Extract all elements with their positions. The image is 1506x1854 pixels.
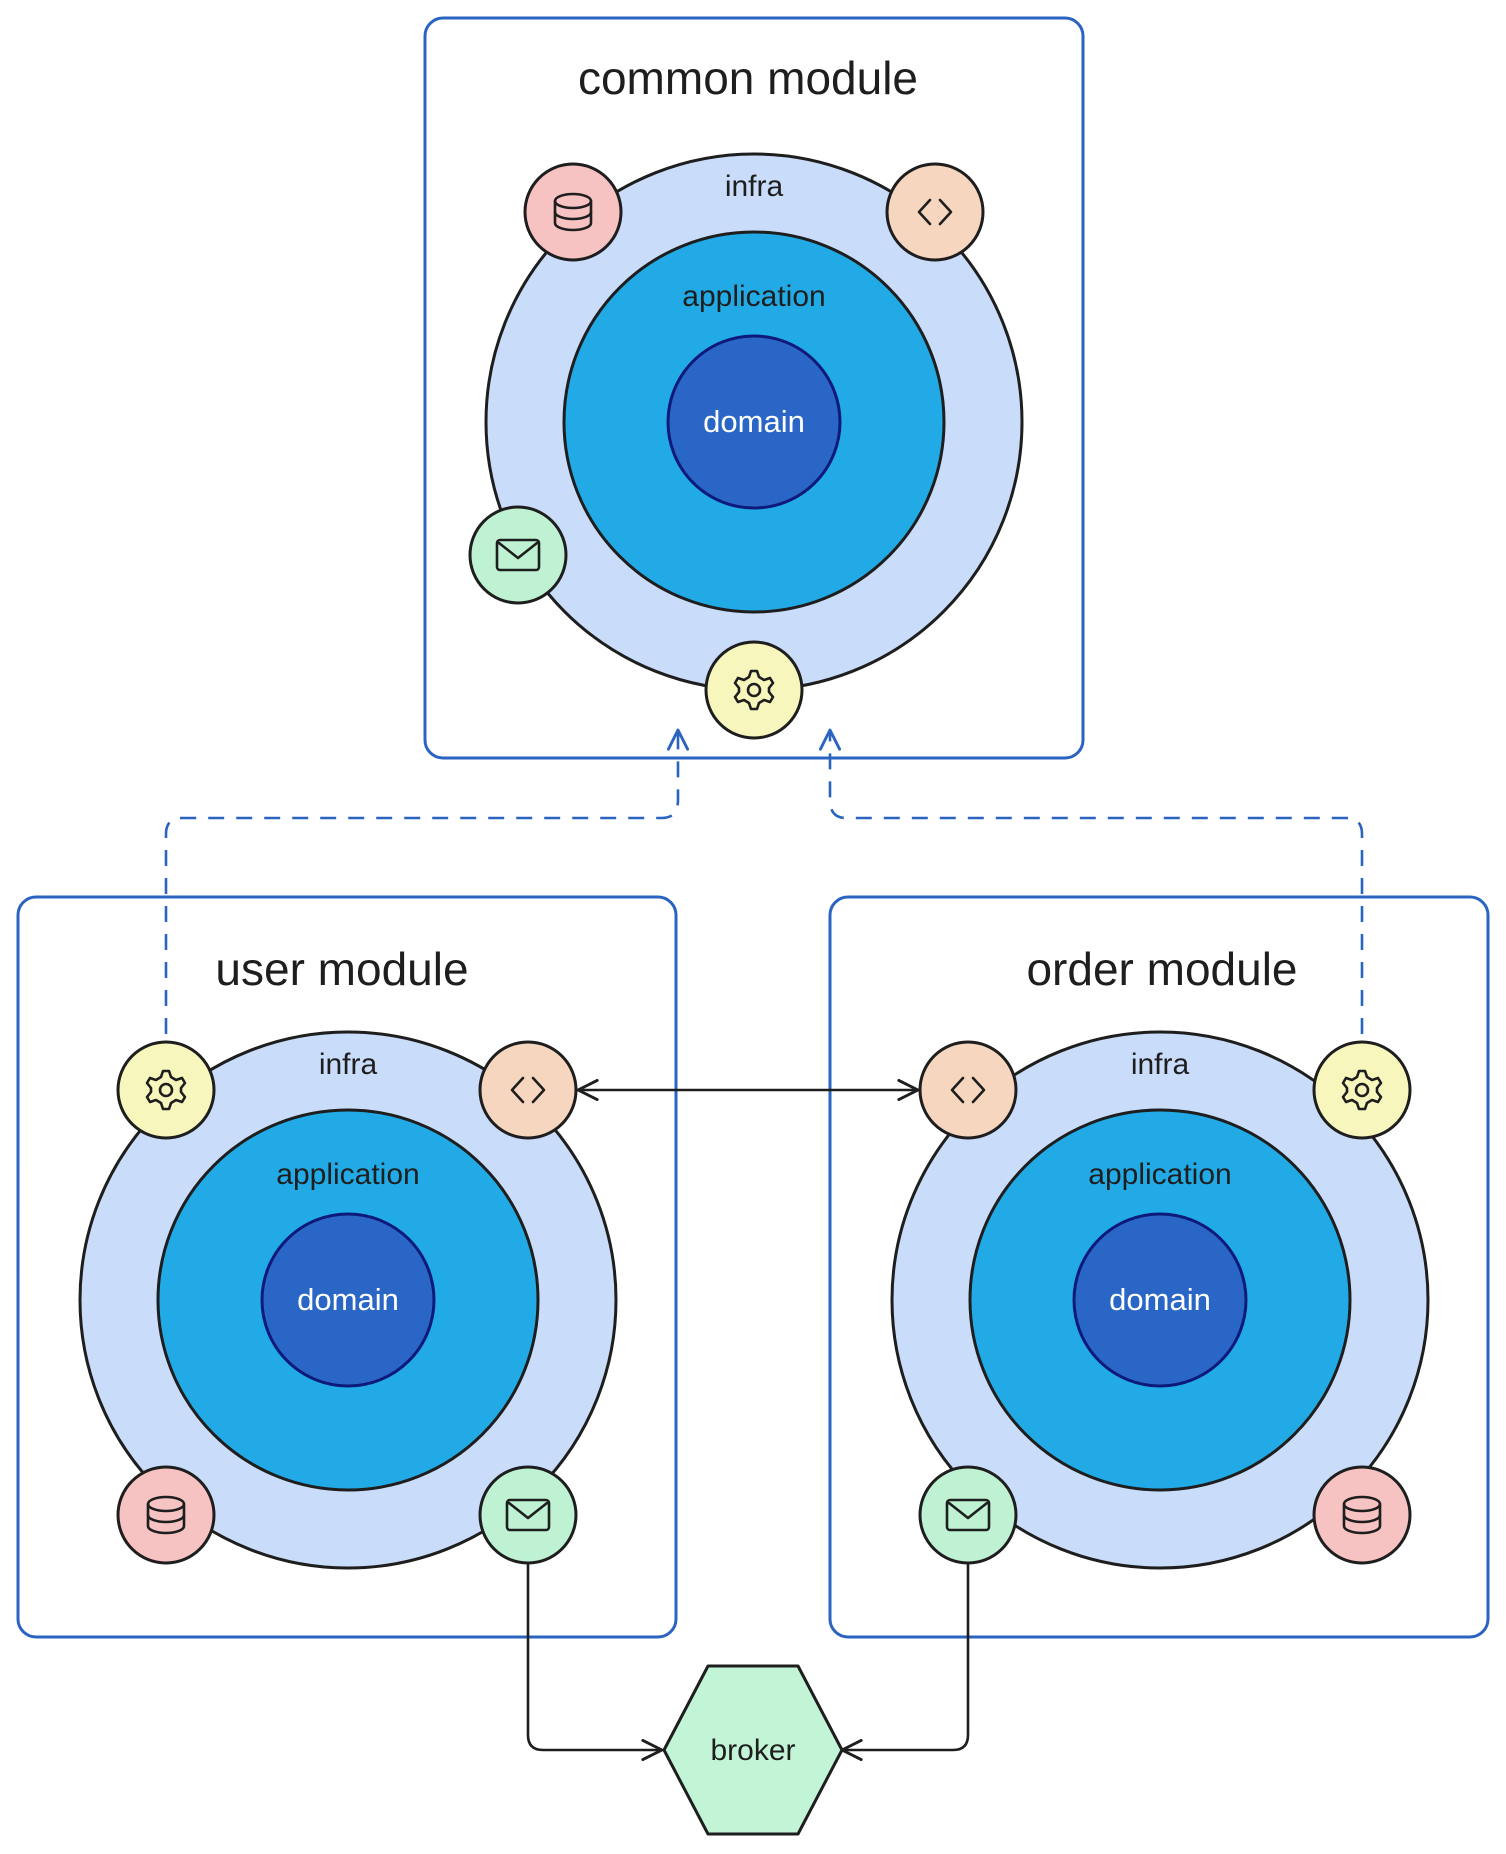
user-domain-label: domain bbox=[297, 1282, 399, 1317]
user-domain-core bbox=[260, 1212, 436, 1388]
user-common-dependency bbox=[164, 728, 690, 1034]
mail-icon bbox=[495, 538, 541, 572]
user-database-badge bbox=[116, 1465, 216, 1565]
order-module-frame bbox=[828, 895, 1490, 1639]
user-mail-to-broker-arrow bbox=[526, 1563, 664, 1762]
order-domain-core bbox=[1072, 1212, 1248, 1388]
broker-node: broker bbox=[662, 1664, 844, 1836]
common-domain-label: domain bbox=[703, 404, 805, 439]
common-infra-label: infra bbox=[725, 170, 784, 203]
order-database-badge bbox=[1312, 1465, 1412, 1565]
order-application-label: application bbox=[1088, 1158, 1231, 1191]
gear-icon bbox=[733, 669, 775, 711]
common-module-frame bbox=[423, 16, 1085, 760]
gear-icon bbox=[1341, 1069, 1383, 1111]
common-domain-core bbox=[666, 334, 842, 510]
broker-hexagon bbox=[662, 1664, 844, 1836]
order-domain-label: domain bbox=[1109, 1282, 1211, 1317]
user-module: user module infra application domain bbox=[16, 895, 678, 1639]
mail-icon bbox=[945, 1498, 991, 1532]
order-common-dependency bbox=[818, 728, 1364, 1034]
database-icon bbox=[1342, 1495, 1382, 1535]
code-brackets-icon bbox=[917, 198, 953, 226]
common-database-badge bbox=[523, 162, 623, 262]
user-module-frame bbox=[16, 895, 678, 1639]
code-brackets-icon bbox=[510, 1076, 546, 1104]
order-api-badge bbox=[918, 1040, 1018, 1140]
order-infra-label: infra bbox=[1131, 1048, 1190, 1081]
order-settings-badge bbox=[1312, 1040, 1412, 1140]
gear-icon bbox=[145, 1069, 187, 1111]
mail-icon bbox=[505, 1498, 551, 1532]
common-module-title: common module bbox=[578, 52, 918, 104]
user-api-badge bbox=[478, 1040, 578, 1140]
order-module-title: order module bbox=[1026, 943, 1297, 995]
database-icon bbox=[146, 1495, 186, 1535]
order-mail-badge bbox=[918, 1465, 1018, 1565]
common-module: common module infra application domain bbox=[423, 16, 1085, 760]
user-application-label: application bbox=[276, 1158, 419, 1191]
order-module: order module infra application domain bbox=[828, 895, 1490, 1639]
common-application-label: application bbox=[682, 280, 825, 313]
common-settings-badge bbox=[704, 640, 804, 740]
user-infra-label: infra bbox=[319, 1048, 378, 1081]
order-mail-to-broker-arrow bbox=[840, 1563, 970, 1762]
user-mail-badge bbox=[478, 1465, 578, 1565]
broker-label: broker bbox=[710, 1734, 795, 1767]
database-icon bbox=[553, 192, 593, 232]
user-settings-badge bbox=[116, 1040, 216, 1140]
code-brackets-icon bbox=[950, 1076, 986, 1104]
common-api-badge bbox=[885, 162, 985, 262]
user-module-title: user module bbox=[215, 943, 468, 995]
common-mail-badge bbox=[468, 505, 568, 605]
